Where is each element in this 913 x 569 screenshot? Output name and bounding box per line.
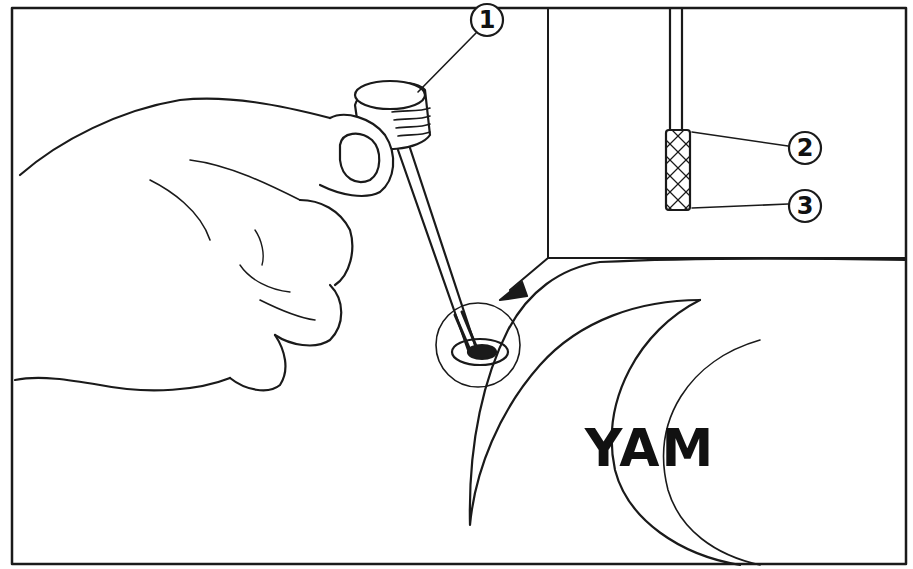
callout-number: 2 bbox=[797, 136, 814, 160]
finger bbox=[230, 335, 285, 390]
callout-circle bbox=[789, 190, 821, 222]
inset-arrow bbox=[500, 282, 527, 300]
hand-crease bbox=[150, 160, 300, 240]
leader-line bbox=[692, 132, 788, 208]
filler-hole bbox=[452, 339, 508, 365]
filler-opening bbox=[468, 345, 496, 359]
callout-circle bbox=[471, 4, 503, 36]
finger bbox=[300, 200, 352, 285]
inset-rod bbox=[670, 8, 682, 130]
inset-gauge bbox=[666, 130, 690, 210]
dipstick-tip bbox=[455, 312, 476, 350]
finger-crease bbox=[260, 300, 315, 320]
frame bbox=[12, 8, 906, 564]
dipstick-rod bbox=[398, 148, 476, 350]
thumbnail bbox=[340, 134, 379, 182]
gauge-hatch bbox=[666, 130, 690, 210]
hand bbox=[15, 378, 230, 390]
cap-thread bbox=[392, 108, 430, 136]
brand-lettering: YAM bbox=[585, 422, 716, 474]
hand-crease bbox=[240, 230, 290, 292]
hand bbox=[20, 99, 358, 175]
thumb bbox=[320, 115, 393, 196]
magnify-circle bbox=[436, 303, 520, 387]
callout-number: 3 bbox=[797, 194, 814, 218]
callout-number: 1 bbox=[479, 8, 496, 32]
callout-circle bbox=[789, 132, 821, 164]
finger bbox=[275, 285, 341, 345]
leader-line bbox=[418, 33, 476, 92]
inset-frame bbox=[510, 8, 906, 290]
cap-top bbox=[355, 81, 425, 109]
case-top bbox=[600, 259, 906, 262]
case-edge bbox=[470, 262, 700, 525]
